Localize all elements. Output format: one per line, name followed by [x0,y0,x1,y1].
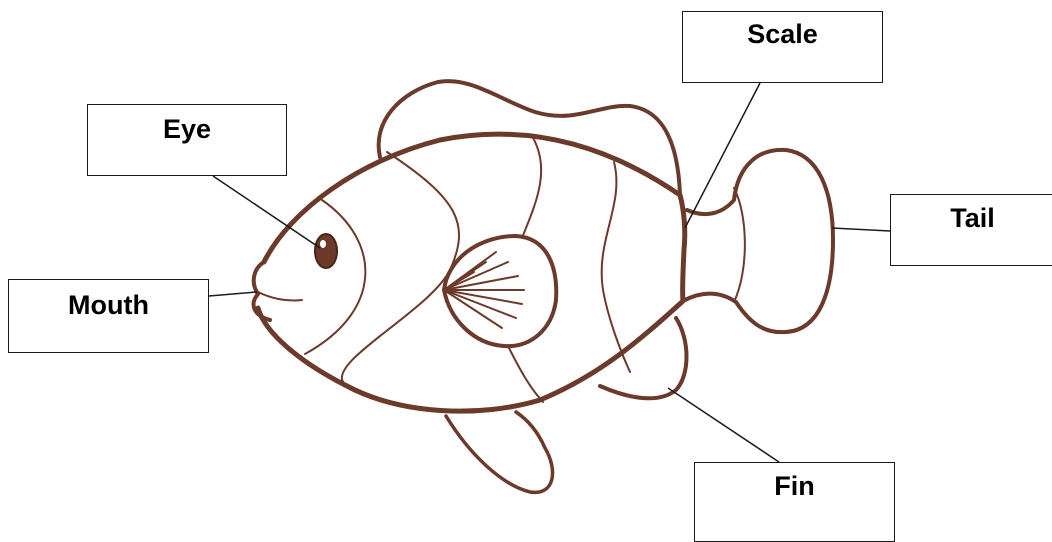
label-tail-text: Tail [950,203,995,234]
eye-highlight [320,240,326,248]
leader-line-scale [685,83,760,228]
pelvic-fin [446,412,553,492]
tail-inner-line [734,188,745,302]
label-fin: Fin [694,462,895,542]
label-fin-text: Fin [774,471,815,502]
leader-line-mouth [209,292,257,296]
stripe-3 [522,136,541,238]
label-mouth-text: Mouth [68,290,149,321]
stripe-head [305,200,365,354]
label-scale-text: Scale [747,19,818,50]
stripe-4 [602,162,630,372]
stripe-2 [342,152,459,382]
pectoral-fin [444,236,556,346]
tail-fin [683,150,833,332]
mouth-outline [254,262,270,320]
leader-line-tail [832,228,890,231]
fish-illustration [254,81,833,492]
label-mouth: Mouth [8,279,209,353]
mouth-line [258,292,302,301]
label-scale: Scale [682,11,883,83]
label-tail: Tail [890,194,1052,266]
label-eye-text: Eye [163,114,211,145]
label-eye: Eye [87,104,287,176]
leader-line-fin [668,388,779,462]
stripe-3-lower [508,346,543,402]
fish-eye [315,234,337,268]
